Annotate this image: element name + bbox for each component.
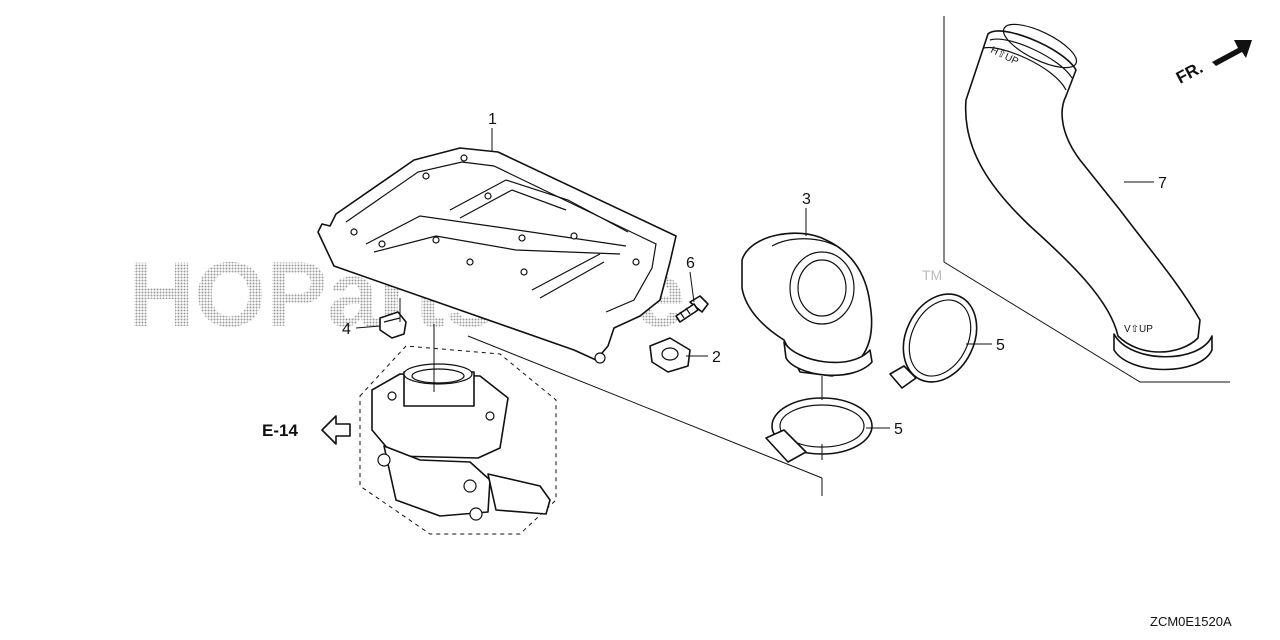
part-7-air-hose: H⇧UP V⇧UP <box>943 16 1230 383</box>
part-5-clamp-upper <box>889 293 978 389</box>
front-direction-arrow-icon <box>1212 40 1252 66</box>
callout-1: 1 <box>488 111 497 128</box>
watermark-trademark: TM <box>922 267 942 283</box>
throttle-body-assembly <box>359 345 557 535</box>
front-direction-label: FR. <box>1173 58 1206 88</box>
diagram-code: ZCM0E1520A <box>1150 614 1232 629</box>
part-2-grommet <box>649 337 691 373</box>
guide-lines <box>399 298 823 496</box>
callout-2: 2 <box>712 349 721 366</box>
callout-5-lower: 5 <box>894 421 903 438</box>
reference-arrow-icon <box>321 415 351 445</box>
callout-4: 4 <box>342 321 351 338</box>
callout-6: 6 <box>686 255 695 272</box>
part-3-elbow-tube <box>741 232 873 377</box>
front-direction-indicator: FR. <box>1173 40 1252 88</box>
part-1-cover-plate <box>317 147 677 364</box>
callout-3: 3 <box>802 191 811 208</box>
leader-lines <box>355 128 1154 429</box>
hose-mark-bottom: V⇧UP <box>1124 324 1153 335</box>
callout-5-upper: 5 <box>996 337 1005 354</box>
reference-label: E-14 <box>262 421 298 440</box>
part-6-bolt <box>675 295 709 323</box>
part-5-clamp-lower <box>765 397 873 463</box>
callout-7: 7 <box>1158 175 1167 192</box>
